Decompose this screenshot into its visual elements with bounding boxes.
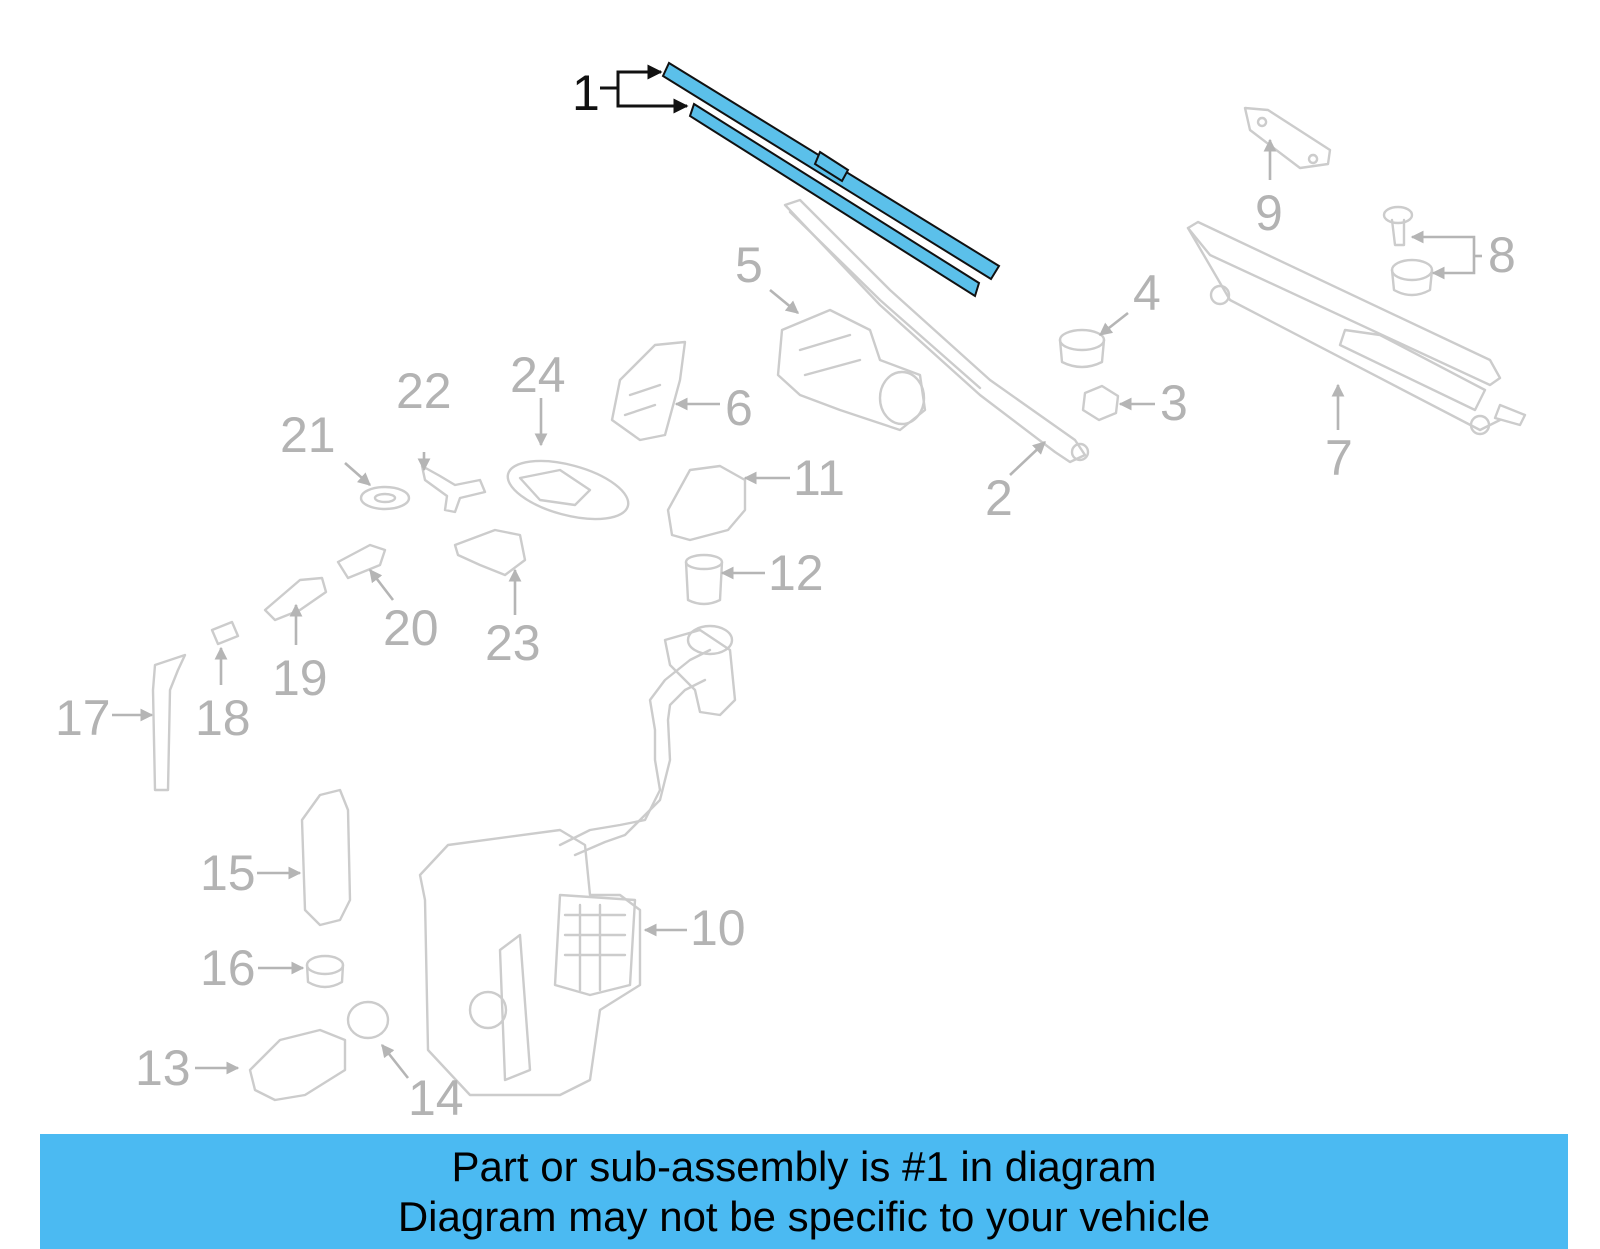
callout-4: 4 [1133,265,1161,321]
callout-8: 8 [1488,227,1516,283]
bracket-part [610,340,687,442]
check-valve-part [336,543,387,580]
callout-17: 17 [55,690,111,746]
nozzle-fitting-part [453,528,527,577]
banner-line-2: Diagram may not be specific to your vehi… [397,1192,1211,1240]
callout-3: 3 [1160,375,1188,431]
callout-16: 16 [200,940,256,996]
callout-19: 19 [272,650,328,706]
callout-6: 6 [725,380,753,436]
leader-lines [112,138,1482,1079]
cap-part [1058,328,1106,369]
callout-12: 12 [768,545,824,601]
callout-10: 10 [690,900,746,956]
callout-2: 2 [985,470,1013,526]
bolt-grommet-part [1382,205,1434,297]
t-connector-part [420,464,487,514]
connector-part [210,620,240,646]
linkage-frame-part [1186,220,1527,436]
plate-part [1243,106,1332,170]
seal-ring-part [346,1000,390,1040]
callout-1-leader [600,64,689,114]
callout-23: 23 [485,615,541,671]
washer-pump-part [300,788,352,927]
callout-18: 18 [195,690,251,746]
callout-5: 5 [735,237,763,293]
grommet-2-part [359,485,411,511]
seal-cap-part [666,464,747,542]
callout-13: 13 [135,1040,191,1096]
callout-15: 15 [200,845,256,901]
pump-part [248,1028,347,1102]
wiper-arm-part [783,198,1090,464]
banner-line-1: Part or sub-assembly is #1 in diagram [451,1142,1157,1190]
callout-21: 21 [280,407,336,463]
nut-part [1081,384,1120,422]
callout-20: 20 [383,600,439,656]
callout-11: 11 [793,450,845,506]
grommet-part [305,954,345,989]
nozzle-part [263,576,328,622]
wiper-motor-part [776,308,927,432]
callout-14: 14 [408,1070,464,1126]
washer-reservoir-part [418,624,737,1097]
callout-1: 1 [572,65,600,121]
spray-nozzle-part [506,459,630,521]
wiper-blade-part[interactable] [661,61,1001,298]
callout-22: 22 [396,363,452,419]
filler-neck-part [684,553,724,606]
callout-9: 9 [1255,185,1283,241]
hose-part [151,653,187,792]
info-banner: Part or sub-assembly is #1 in diagram Di… [40,1134,1568,1249]
callout-24: 24 [510,347,566,403]
callout-7: 7 [1325,430,1353,486]
